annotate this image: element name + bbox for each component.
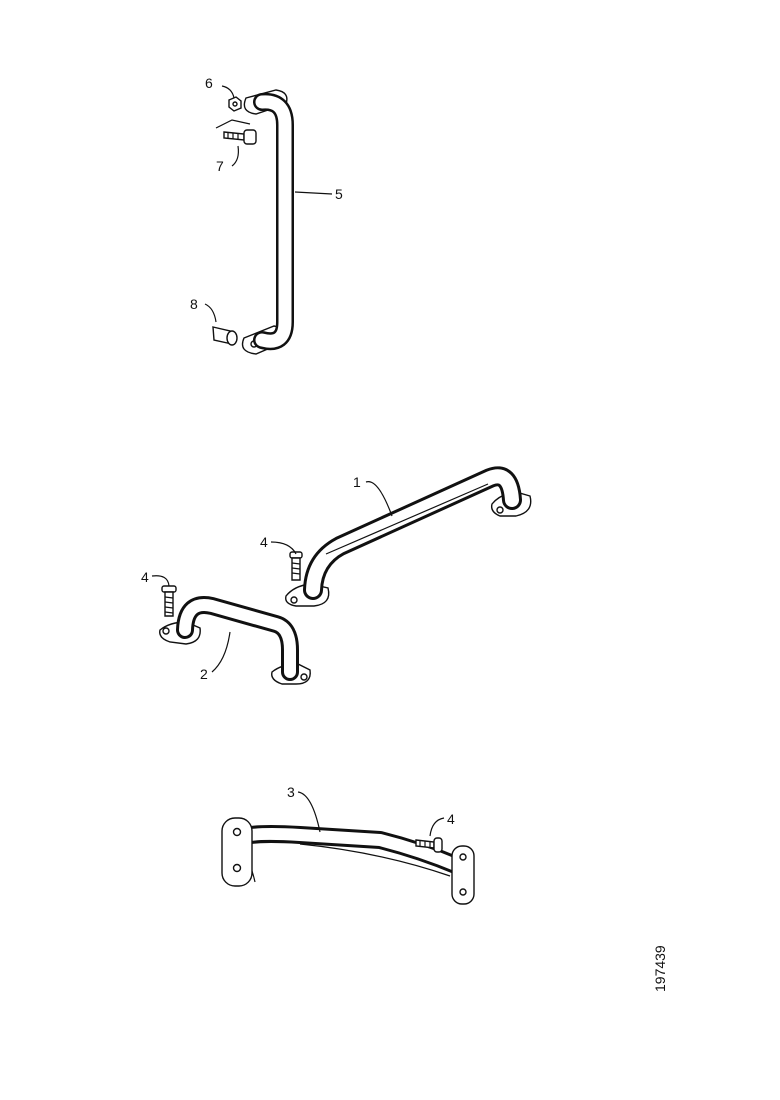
callout-1: 1 (353, 474, 361, 490)
brace-3-left-plate (221, 817, 253, 887)
handrail-1-assembly (285, 466, 532, 607)
cross-brace-assembly (221, 791, 475, 905)
nut-6 (228, 96, 242, 112)
callout-4-upper: 4 (260, 534, 268, 550)
callout-6: 6 (205, 75, 213, 91)
callout-4-lower: 4 (447, 811, 455, 827)
callout-4-left: 4 (141, 569, 149, 585)
handrail-1-bar (303, 466, 522, 600)
callout-8: 8 (190, 296, 198, 312)
plug-8 (212, 326, 238, 346)
callout-7: 7 (216, 158, 224, 174)
bolt-4-lower (415, 837, 443, 853)
brace-3-right-plate (451, 845, 475, 905)
callout-5: 5 (335, 186, 343, 202)
drawing-reference-number: 197439 (652, 945, 668, 992)
handrail-2-assembly (159, 596, 311, 685)
callout-2: 2 (200, 666, 208, 682)
vertical-handrail-assembly (204, 85, 333, 355)
callout-3: 3 (287, 784, 295, 800)
bolt-7 (215, 119, 257, 145)
bolt-4-upper (289, 551, 303, 581)
bolt-4-left (161, 585, 177, 617)
